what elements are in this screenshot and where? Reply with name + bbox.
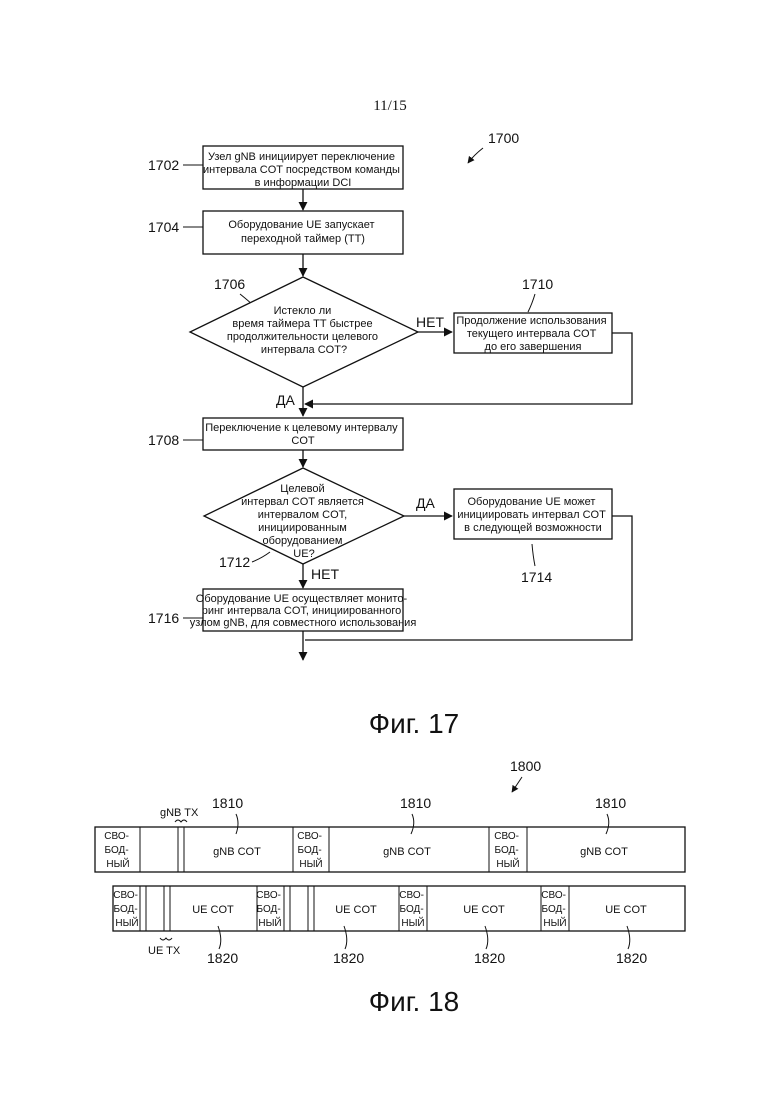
- step-1716-line-3: узлом gNB, для совместного использования: [190, 617, 417, 629]
- gnb-idle-1: СВО- БОД- НЫЙ: [104, 831, 131, 870]
- gnb-cot-3: gNB COT: [580, 846, 628, 858]
- gnb-idle-3-l2: БОД-: [495, 845, 519, 856]
- gnb-idle-2-l2: БОД-: [298, 845, 322, 856]
- decision-1712-line-4: инициированным: [258, 522, 347, 534]
- step-1702-line-3: в информации DCI: [255, 177, 352, 189]
- ue-idle-2-l2: БОД-: [257, 904, 281, 915]
- step-1714-line-3: в следующей возможности: [464, 522, 602, 534]
- decision-1712-line-1: Целевой: [280, 483, 324, 495]
- ref-1714: 1714: [521, 569, 552, 585]
- gnb-idle-3: СВО- БОД- НЫЙ: [494, 831, 521, 870]
- step-1716-text: Оборудование UE осуществляет монито- рин…: [190, 593, 417, 629]
- label-yes-1706: ДА: [276, 392, 295, 408]
- gnb-idle-2-l3: НЫЙ: [299, 857, 322, 870]
- step-1716-line-1: Оборудование UE осуществляет монито-: [196, 593, 408, 605]
- step-1702-line-1: Узел gNB инициирует переключение: [208, 151, 395, 163]
- ue-idle-3-l1: СВО-: [399, 890, 424, 901]
- ue-cot-2: UE COT: [335, 904, 377, 916]
- fig17-ref-1700: 1700: [488, 130, 519, 146]
- ue-idle-1-l1: СВО-: [113, 890, 138, 901]
- ref-1710: 1710: [522, 276, 553, 292]
- fig18-ref-1800: 1800: [510, 758, 541, 774]
- decision-1712-line-2: интервал COT является: [241, 496, 364, 508]
- ue-idle-2-l1: СВО-: [256, 890, 281, 901]
- ue-idle-2: СВО- БОД- НЫЙ: [256, 890, 283, 929]
- ref-1706: 1706: [214, 276, 245, 292]
- ref-1820-b: 1820: [333, 950, 364, 966]
- ref-1820-a: 1820: [207, 950, 238, 966]
- step-1714-text: Оборудование UE может инициировать интер…: [457, 496, 608, 534]
- step-1708-line-1: Переключение к целевому интервалу: [205, 422, 398, 434]
- ref-1810-c: 1810: [595, 795, 626, 811]
- ue-cot-4: UE COT: [605, 904, 647, 916]
- fig18-caption: Фиг. 18: [369, 986, 459, 1017]
- ue-idle-3-l3: НЫЙ: [401, 916, 424, 929]
- step-1704-line-1: Оборудование UE запускает: [228, 219, 374, 231]
- step-1702-line-2: интервала COT посредством команды: [203, 164, 400, 176]
- ref-1810-a: 1810: [212, 795, 243, 811]
- step-1708-line-2: COT: [291, 435, 315, 447]
- ue-tx-label: UE TX: [148, 945, 181, 957]
- step-1710-line-3: до его завершения: [485, 341, 582, 353]
- step-1710-line-1: Продолжение использования: [456, 315, 606, 327]
- decision-1706-line-1: Истекло ли: [274, 305, 332, 317]
- gnb-cot-1: gNB COT: [213, 846, 261, 858]
- fig17-flowchart: 1700 1702 Узел gNB инициирует переключен…: [148, 130, 632, 739]
- step-1714-line-1: Оборудование UE может: [468, 496, 596, 508]
- step-1716-line-2: ринг интервала COT, инициированного: [202, 605, 402, 617]
- ref-1704: 1704: [148, 219, 179, 235]
- page-number: 11/15: [373, 98, 407, 114]
- gnb-idle-2: СВО- БОД- НЫЙ: [297, 831, 324, 870]
- ue-idle-1-l3: НЫЙ: [115, 916, 138, 929]
- ref-1702: 1702: [148, 157, 179, 173]
- ue-idle-1-l2: БОД-: [114, 904, 138, 915]
- gnb-idle-1-l3: НЫЙ: [106, 857, 129, 870]
- ue-idle-3-l2: БОД-: [400, 904, 424, 915]
- label-no-1712: НЕТ: [311, 566, 339, 582]
- label-no-1706: НЕТ: [416, 314, 444, 330]
- ref-1810-b: 1810: [400, 795, 431, 811]
- ue-idle-4: СВО- БОД- НЫЙ: [541, 890, 568, 929]
- gnb-idle-3-l3: НЫЙ: [496, 857, 519, 870]
- ue-idle-4-l1: СВО-: [541, 890, 566, 901]
- ue-idle-2-l3: НЫЙ: [258, 916, 281, 929]
- ref-1716: 1716: [148, 610, 179, 626]
- gnb-cot-2: gNB COT: [383, 846, 431, 858]
- decision-1712-line-6: UE?: [293, 548, 314, 560]
- ref-1712: 1712: [219, 554, 250, 570]
- step-1714-line-2: инициировать интервал COT: [457, 509, 606, 521]
- gnb-idle-1-l1: СВО-: [104, 831, 129, 842]
- ref-1820-d: 1820: [616, 950, 647, 966]
- label-yes-1712: ДА: [416, 495, 435, 511]
- decision-1706-line-4: интервала COT?: [261, 344, 347, 356]
- step-1704-line-2: переходной таймер (TT): [241, 233, 365, 245]
- gnb-idle-3-l1: СВО-: [494, 831, 519, 842]
- ue-cot-1: UE COT: [192, 904, 234, 916]
- fig18-timeline: 1800 СВО- БОД- НЫЙ gNB TX gNB COT СВО- Б…: [95, 758, 685, 1017]
- ue-idle-4-l2: БОД-: [542, 904, 566, 915]
- ue-cot-3: UE COT: [463, 904, 505, 916]
- gnb-tx-label: gNB TX: [160, 807, 199, 819]
- decision-1712-line-5: оборудованием: [262, 535, 342, 547]
- decision-1706-line-3: продолжительности целевого: [227, 331, 378, 343]
- ref-1820-c: 1820: [474, 950, 505, 966]
- gnb-idle-2-l1: СВО-: [297, 831, 322, 842]
- fig17-caption: Фиг. 17: [369, 708, 459, 739]
- ue-idle-3: СВО- БОД- НЫЙ: [399, 890, 426, 929]
- decision-1706-line-2: время таймера TT быстрее: [232, 318, 372, 330]
- ue-idle-4-l3: НЫЙ: [543, 916, 566, 929]
- decision-1712-line-3: интервалом COT,: [258, 509, 348, 521]
- ue-idle-1: СВО- БОД- НЫЙ: [113, 890, 140, 929]
- step-1710-line-2: текущего интервала COT: [467, 328, 597, 340]
- ref-1708: 1708: [148, 432, 179, 448]
- gnb-idle-1-l2: БОД-: [105, 845, 129, 856]
